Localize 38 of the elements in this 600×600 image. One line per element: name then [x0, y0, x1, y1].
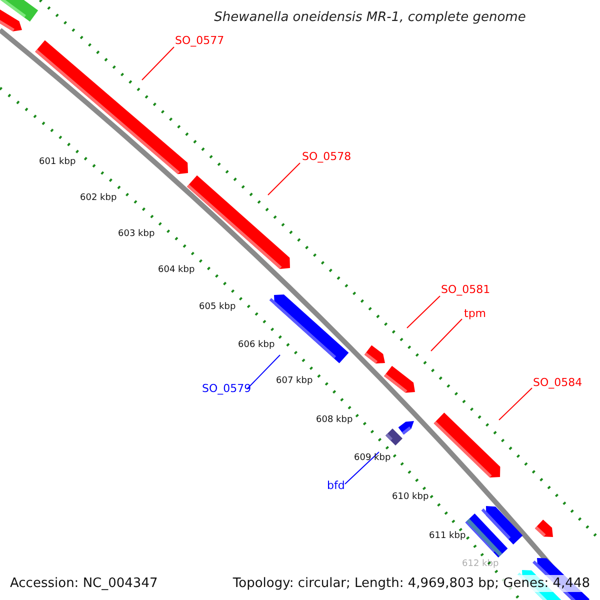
leader-line — [344, 452, 380, 484]
gene-bar — [384, 366, 415, 393]
scale-label: 608 kbp — [316, 416, 353, 425]
scale-label: 601 kbp — [39, 158, 76, 167]
gene-label: SO_0584 — [533, 377, 582, 388]
leader-line — [406, 296, 440, 328]
gene-bar — [0, 0, 38, 22]
map-title: Shewanella oneidensis MR-1, complete genome — [214, 10, 526, 25]
gene-bar — [398, 421, 414, 435]
leader-line — [430, 318, 462, 352]
gene-label: SO_0578 — [302, 151, 352, 162]
scale-label: 605 kbp — [199, 303, 236, 312]
gene-label: SO_0579 — [202, 383, 252, 394]
gene-bar — [465, 514, 508, 558]
leader-line — [268, 162, 300, 196]
scale-label: 612 kbp — [462, 560, 499, 569]
leader-line — [498, 388, 532, 420]
scale-label: 606 kbp — [238, 341, 275, 350]
gene-label: SO_0581 — [441, 284, 490, 295]
scale-label: 611 kbp — [429, 532, 466, 541]
gene-bar — [364, 345, 385, 364]
leader-line — [142, 46, 174, 80]
gene-bar — [434, 412, 500, 478]
scale-label: 603 kbp — [118, 230, 155, 239]
gene-bar — [534, 520, 553, 537]
gene-label: SO_0577 — [175, 35, 224, 46]
gene-bar — [0, 8, 22, 32]
gene-label: bfd — [327, 480, 345, 491]
scale-label: 602 kbp — [80, 194, 117, 203]
scale-label: 610 kbp — [392, 493, 429, 502]
scale-label: 607 kbp — [276, 377, 313, 386]
scale-label: 609 kbp — [354, 454, 391, 463]
gene-block — [386, 428, 402, 446]
genome-summary: Topology: circular; Length: 4,969,803 bp; Genes: 4,448 — [232, 575, 590, 592]
gene-label: tpm — [464, 308, 486, 319]
scale-label: 604 kbp — [158, 266, 195, 275]
accession-note: Accession: NC_004347 — [10, 575, 158, 592]
leader-line — [246, 354, 280, 390]
